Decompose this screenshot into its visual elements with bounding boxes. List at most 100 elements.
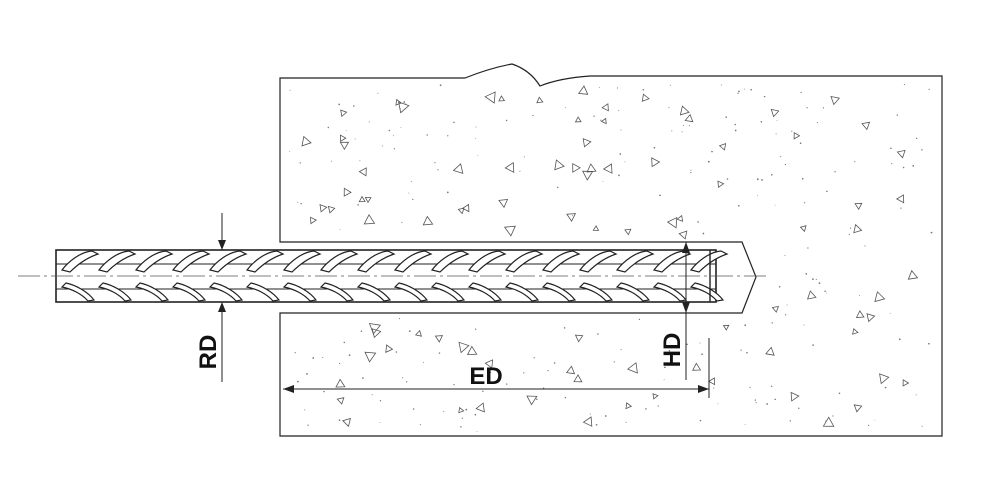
aggregate-dot (475, 126, 477, 128)
aggregate-dot (681, 131, 683, 133)
aggregate-mark (907, 269, 919, 280)
aggregate-dot (668, 107, 670, 109)
aggregate-dot (619, 153, 622, 155)
aggregate-dot (519, 170, 521, 172)
aggregate-dot (645, 408, 647, 410)
aggregate-dot (663, 379, 665, 381)
aggregate-dot (726, 178, 729, 180)
aggregate-dot (533, 357, 535, 359)
aggregate-dot (523, 372, 525, 374)
aggregate-dot (755, 402, 757, 404)
aggregate-mark (676, 214, 684, 222)
aggregate-dot (399, 108, 401, 109)
aggregate-mark (364, 351, 377, 363)
aggregate-dot (465, 408, 468, 411)
aggregate-mark (641, 93, 650, 102)
aggregate-dot (523, 156, 525, 158)
aggregate-mark (771, 305, 780, 313)
aggregate-dot (377, 92, 379, 94)
aggregate-dot (701, 353, 703, 356)
rebar-rib (319, 250, 359, 273)
aggregate-dot (489, 371, 492, 374)
aggregate-mark (586, 163, 597, 173)
ed-dimension: ED (283, 338, 710, 398)
aggregate-mark (484, 359, 494, 369)
aggregate-mark (327, 205, 336, 214)
aggregate-dot (786, 304, 788, 306)
aggregate-dot (352, 105, 355, 107)
aggregate-dot (564, 106, 566, 108)
aggregate-mark (385, 344, 394, 353)
aggregate-mark (565, 365, 576, 375)
rebar-rib (504, 282, 540, 302)
aggregate-mark (793, 132, 801, 140)
aggregate-dot (749, 386, 751, 389)
aggregate-mark (895, 194, 905, 204)
rd-label: RD (195, 335, 222, 370)
aggregate-dot (930, 231, 933, 234)
rebar-rib (578, 250, 618, 273)
aggregate-dot (618, 110, 620, 111)
aggregate-dot (702, 232, 705, 235)
aggregate-dot (884, 386, 887, 389)
aggregate-dot (896, 114, 899, 116)
aggregate-dot (746, 351, 748, 354)
rebar-rib (689, 250, 729, 273)
aggregate-dot (294, 352, 296, 354)
aggregate-dot (408, 192, 410, 194)
aggregate-dot (815, 278, 817, 280)
aggregate-mark (855, 310, 865, 318)
aggregate-dot (763, 95, 766, 98)
aggregate-mark (684, 113, 694, 123)
aggregate-dot (803, 324, 805, 326)
aggregate-mark (572, 163, 581, 173)
aggregate-dot (299, 162, 301, 164)
aggregate-dot (801, 177, 804, 180)
aggregate-dot (686, 343, 688, 346)
aggregate-dot (776, 119, 778, 121)
aggregate-dot (330, 160, 332, 162)
aggregate-mark (652, 393, 659, 400)
aggregate-dot (756, 178, 759, 181)
aggregate-dot (754, 399, 756, 401)
aggregate-dot (642, 89, 645, 91)
concrete-aggregate (289, 84, 933, 432)
aggregate-mark (526, 395, 538, 406)
aggregate-dot (426, 134, 428, 136)
aggregate-mark (310, 216, 318, 225)
aggregate-dot (707, 160, 710, 163)
rebar-rib (467, 250, 507, 273)
aggregate-mark (822, 416, 835, 427)
aggregate-mark (458, 406, 465, 414)
aggregate-dot (734, 123, 736, 126)
aggregate-dot (671, 130, 673, 132)
aggregate-dot (620, 349, 622, 351)
aggregate-dot (403, 101, 406, 103)
aggregate-dot (289, 89, 291, 91)
aggregate-mark (600, 117, 607, 125)
aggregate-mark (339, 134, 347, 143)
aggregate-dot (812, 344, 814, 346)
aggregate-dot (638, 318, 641, 321)
aggregate-mark (852, 328, 859, 335)
aggregate-mark (342, 417, 351, 428)
aggregate-dot (401, 221, 403, 224)
aggregate-dot (850, 227, 852, 229)
aggregate-dot (297, 380, 299, 383)
aggregate-dot (832, 415, 834, 417)
aggregate-dot (307, 424, 309, 426)
hd-label: HD (659, 333, 686, 368)
rebar-rib (430, 282, 466, 302)
aggregate-mark (718, 142, 727, 151)
aggregate-dot (826, 292, 828, 294)
aggregate-dot (506, 383, 508, 385)
aggregate-dot (848, 233, 850, 236)
aggregate-dot (921, 149, 923, 151)
aggregate-mark (319, 203, 328, 213)
aggregate-mark (679, 105, 690, 116)
aggregate-mark (336, 397, 345, 405)
rebar-rib (282, 282, 318, 302)
aggregate-dot (737, 204, 740, 207)
aggregate-dot (690, 171, 692, 174)
